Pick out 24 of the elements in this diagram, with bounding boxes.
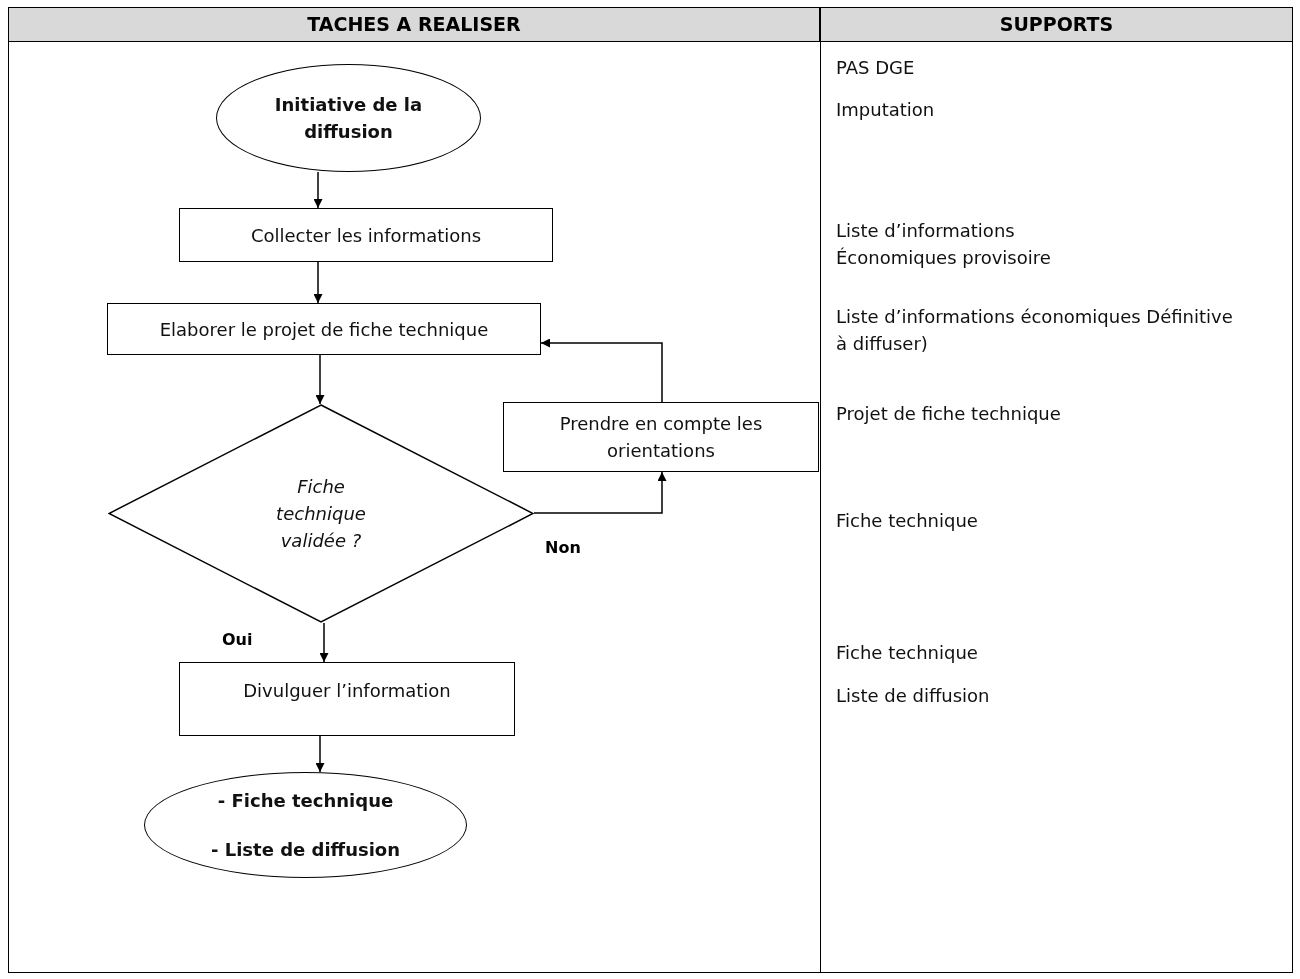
support-text: PAS DGE [836, 56, 915, 80]
support-text: Projet de fiche technique [836, 402, 1061, 426]
decision-diamond: Fiche technique validée ? [108, 404, 534, 623]
support-text: Imputation [836, 98, 935, 122]
support-text: Liste d’informations Économiques provisoire [836, 219, 1052, 270]
support-text: Fiche technique [836, 509, 978, 533]
arrow [313, 171, 323, 209]
support-text: Fiche technique [836, 641, 978, 665]
arrow [540, 338, 663, 403]
process-box: Elaborer le projet de fiche technique [107, 303, 541, 355]
end-ellipse: - Fiche technique - Liste de diffusion [144, 772, 467, 878]
arrow [315, 735, 325, 773]
arrow [315, 354, 325, 405]
arrow [533, 471, 667, 514]
start-ellipse: Initiative de la diffusion [216, 64, 481, 172]
process-box: Collecter les informations [179, 208, 553, 262]
support-text: Liste d’informations économiques Définitive à diffuser) [836, 305, 1234, 356]
process-box: Divulguer l’information [179, 662, 515, 736]
arrow [313, 261, 323, 304]
column-header: TACHES A REALISER [8, 7, 820, 42]
process-box: Prendre en compte les orientations [503, 402, 819, 472]
support-text: Liste de diffusion [836, 684, 990, 708]
arrow [319, 622, 329, 663]
column-header: SUPPORTS [820, 7, 1293, 42]
